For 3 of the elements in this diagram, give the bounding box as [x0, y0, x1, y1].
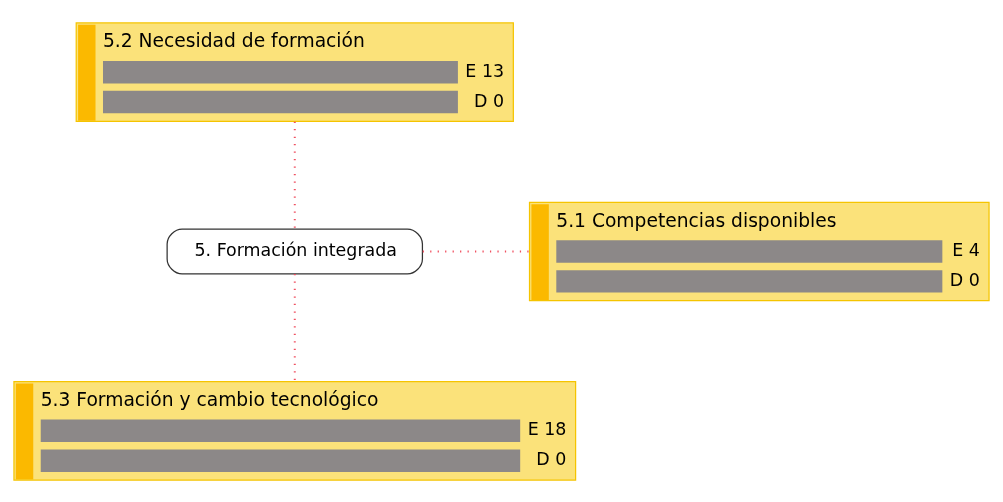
node-box: 5. Formación integrada	[166, 227, 424, 275]
connector	[293, 272, 296, 383]
connector	[293, 120, 296, 230]
